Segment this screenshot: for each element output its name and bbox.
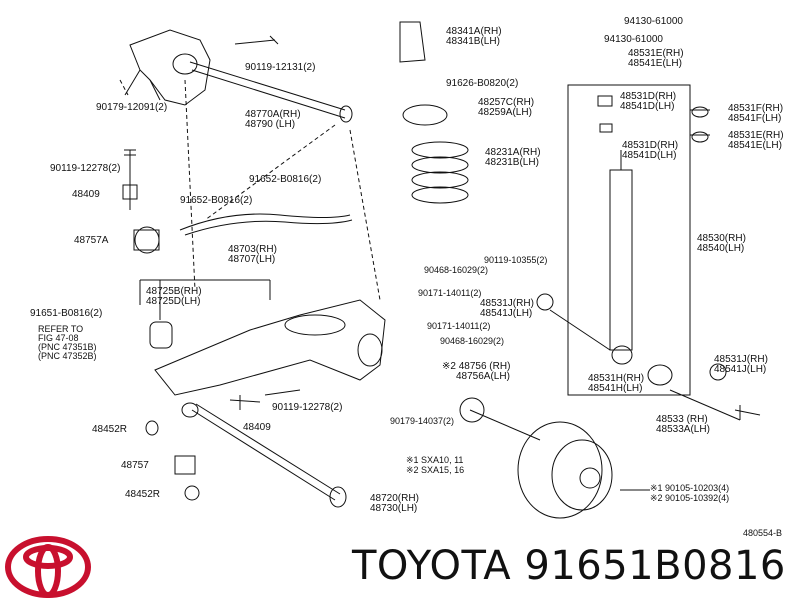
- label-48531d-b: 48531D(RH)48541D(LH): [622, 140, 679, 161]
- label-48770: 48770A(RH)48790 (LH): [245, 109, 301, 130]
- label-48531d-a: 48531D(RH)48541D(LH): [620, 91, 677, 112]
- label-91651: 91651-B0816(2): [30, 308, 103, 319]
- label-48409-a: 48409: [72, 189, 100, 200]
- label-91652-a: 91652-B0816(2): [180, 195, 253, 206]
- spring-seat-upper: [402, 104, 448, 126]
- label-48531e-top: 48531E(RH)48541E(LH): [628, 48, 684, 69]
- label-48409-b: 48409: [243, 422, 271, 433]
- label-48452-a: 48452R: [92, 424, 128, 435]
- label-48257: 48257C(RH)48259A(LH): [478, 97, 535, 118]
- toyota-logo-icon: [5, 536, 91, 598]
- trailing-arm: [154, 299, 386, 396]
- lower-arm: [191, 403, 341, 501]
- label-48703: 48703(RH)48707(LH): [228, 244, 277, 265]
- label-48531j-r: 48531J(RH)48541J(LH): [714, 354, 768, 375]
- diagram-code: 480554-B: [743, 528, 783, 538]
- label-90119-b: 90119-12278(2): [50, 163, 121, 174]
- label-48531e-r: 48531E(RH)48541E(LH): [728, 130, 784, 151]
- label-48757a: 48757A: [74, 235, 109, 246]
- bushing-48757: [174, 455, 196, 475]
- label-94130-a: 94130-61000: [624, 16, 683, 27]
- body-bracket: [129, 29, 211, 106]
- shock-absorber: [609, 169, 633, 351]
- label-48756: ※2 48756 (RH)48756A(LH): [442, 361, 511, 382]
- label-90119-c: 90119-10355(2): [484, 255, 548, 265]
- model-notes: ※1 SXA10, 11※2 SXA15, 16: [406, 455, 465, 475]
- lateral-rod: [189, 61, 346, 119]
- label-90468-b: 90468-16029(2): [440, 336, 505, 346]
- label-48720: 48720(RH)48730(LH): [370, 493, 419, 514]
- label-90171-a: 90171-14011(2): [418, 288, 482, 298]
- label-94130-b: 94130-61000: [604, 34, 663, 45]
- brand-name: TOYOTA: [352, 543, 512, 589]
- label-48531h: 48531H(RH)48541H(LH): [588, 373, 645, 394]
- coil-spring: [411, 141, 469, 204]
- nut-48452-b: [184, 485, 200, 501]
- shock-group-box: [567, 84, 691, 396]
- label-48231: 48231A(RH)48231B(LH): [485, 147, 541, 168]
- label-48531j-m: 48531J(RH)48541J(LH): [480, 298, 534, 319]
- label-48341: 48341A(RH)48341B(LH): [446, 26, 502, 47]
- label-91626: 91626-B0820(2): [446, 78, 519, 89]
- label-48725: 48725B(RH)48725D(LH): [146, 286, 202, 307]
- label-48452-b: 48452R: [125, 489, 161, 500]
- bushing-48757a: [134, 226, 160, 254]
- bolt-left: [124, 149, 136, 210]
- label-90119-top: 90119-12131(2): [245, 62, 316, 73]
- label-90468-a: 90468-16029(2): [424, 265, 489, 275]
- bump-stopper: [399, 21, 426, 63]
- part-number: 91651B0816: [524, 543, 786, 589]
- nut-48452-a: [145, 420, 159, 436]
- label-48531f: 48531F(RH)48541F(LH): [728, 103, 784, 124]
- label-91652-b: 91652-B0816(2): [249, 174, 322, 185]
- label-90119-d: 90119-12278(2): [272, 402, 343, 413]
- label-48757: 48757: [121, 460, 149, 471]
- label-90179-a: 90179-12091(2): [96, 102, 168, 113]
- stabilizer-bar: [179, 213, 351, 231]
- label-90171-b: 90171-14011(2): [427, 321, 491, 331]
- brand-part-number: TOYOTA 91651B0816: [352, 543, 786, 589]
- label-90179-b: 90179-14037(2): [390, 416, 455, 426]
- bushing-48725: [149, 321, 173, 349]
- label-90105: ※1 90105-10203(4)※2 90105-10392(4): [650, 483, 730, 503]
- brake-disc: [517, 421, 603, 519]
- label-48533: 48533 (RH)48533A(LH): [656, 414, 710, 435]
- label-48530: 48530(RH)48540(LH): [697, 233, 746, 254]
